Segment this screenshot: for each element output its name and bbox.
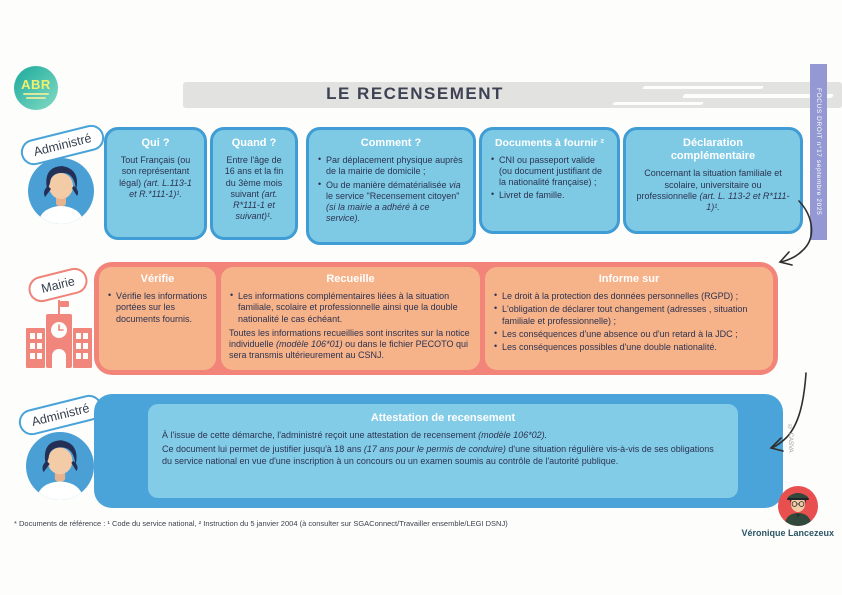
title-brush-stroke xyxy=(183,82,842,108)
box-documents-item: CNI ou passeport valide (ou document jus… xyxy=(490,154,609,189)
box-verifie-item: Vérifie les informations portées sur les… xyxy=(107,290,208,325)
box-informe-item: Le droit à la protection des données per… xyxy=(493,290,765,302)
actor-label-mairie: Mairie xyxy=(25,265,91,305)
box-comment: Comment ? Par déplacement physique auprè… xyxy=(306,127,476,245)
box-informe-item: Les conséquences d'une absence ou d'un r… xyxy=(493,328,765,340)
author-name: Véronique Lancezeux xyxy=(741,528,834,538)
brush-streak xyxy=(642,86,764,89)
administre-avatar-icon xyxy=(26,432,94,500)
copyright-label: © CASVA xyxy=(787,425,793,453)
logo-decoration-line xyxy=(23,92,49,95)
box-attestation-title: Attestation de recensement xyxy=(370,412,516,424)
abr-logo-text: ABR xyxy=(21,76,51,92)
box-recueille-note: Toutes les informations recueillies sont… xyxy=(229,327,470,361)
box-informe-item: L'obligation de déclarer tout changement… xyxy=(493,303,765,327)
box-informe: Informe sur Le droit à la protection des… xyxy=(485,267,773,370)
administre-avatar-icon xyxy=(28,158,94,224)
box-declaration-body: Concernant la situation familiale et sco… xyxy=(636,168,790,213)
box-declaration: Déclaration complémentaire Concernant la… xyxy=(623,127,803,234)
box-comment-item: Par déplacement physique auprès de la ma… xyxy=(317,154,465,178)
box-qui-title: Qui ? xyxy=(141,137,170,149)
box-comment-item: Ou de manière dématérialisée via le serv… xyxy=(317,179,465,225)
actor-label-text: Mairie xyxy=(39,274,77,296)
actor-label-text: Administré xyxy=(32,131,93,159)
box-recueille-title: Recueille xyxy=(326,273,375,285)
copyright-text: © CASVA xyxy=(787,425,793,455)
abr-logo: ABR xyxy=(14,66,58,110)
box-recueille-item: Les informations complémentaires liées à… xyxy=(229,290,472,325)
footnote: * Documents de référence : ¹ Code du ser… xyxy=(14,519,508,528)
box-declaration-title: Déclaration complémentaire xyxy=(670,137,756,163)
side-banner-text: FOCUS DROIT n°17 septembre 2025 xyxy=(815,88,822,216)
box-quand: Quand ? Entre l'âge de 16 ans et la fin … xyxy=(210,127,298,240)
box-comment-title: Comment ? xyxy=(360,137,422,149)
box-documents-item: Livret de famille. xyxy=(490,189,609,201)
logo-decoration-line xyxy=(26,96,46,99)
box-documents: Documents à fournir ² CNI ou passeport v… xyxy=(479,127,620,234)
box-recueille: Recueille Les informations complémentair… xyxy=(221,267,480,370)
box-attestation-paragraph: Ce document lui permet de justifier jusq… xyxy=(162,443,714,466)
box-informe-title: Informe sur xyxy=(598,273,660,285)
box-informe-item: Les conséquences possibles d'une double … xyxy=(493,341,765,353)
box-qui: Qui ? Tout Français (ou son représentant… xyxy=(104,127,207,240)
box-attestation-paragraph: À l'issue de cette démarche, l'administr… xyxy=(162,430,548,441)
side-banner: FOCUS DROIT n°17 septembre 2025 xyxy=(810,64,827,240)
box-documents-title: Documents à fournir ² xyxy=(494,137,605,149)
page-title: LE RECENSEMENT xyxy=(326,84,504,103)
box-verifie-title: Vérifie xyxy=(140,273,175,285)
mairie-building-icon xyxy=(26,300,92,368)
brush-streak xyxy=(612,102,704,105)
box-quand-title: Quand ? xyxy=(231,137,277,149)
actor-label-text: Administré xyxy=(30,401,91,429)
box-attestation: Attestation de recensement À l'issue de … xyxy=(148,404,738,498)
box-qui-body: Tout Français (ou son représentant légal… xyxy=(119,155,192,199)
box-quand-body: Entre l'âge de 16 ans et la fin du 3ème … xyxy=(224,155,284,222)
box-verifie: Vérifie Vérifie les informations portées… xyxy=(99,267,216,370)
author-avatar-icon xyxy=(778,486,818,526)
